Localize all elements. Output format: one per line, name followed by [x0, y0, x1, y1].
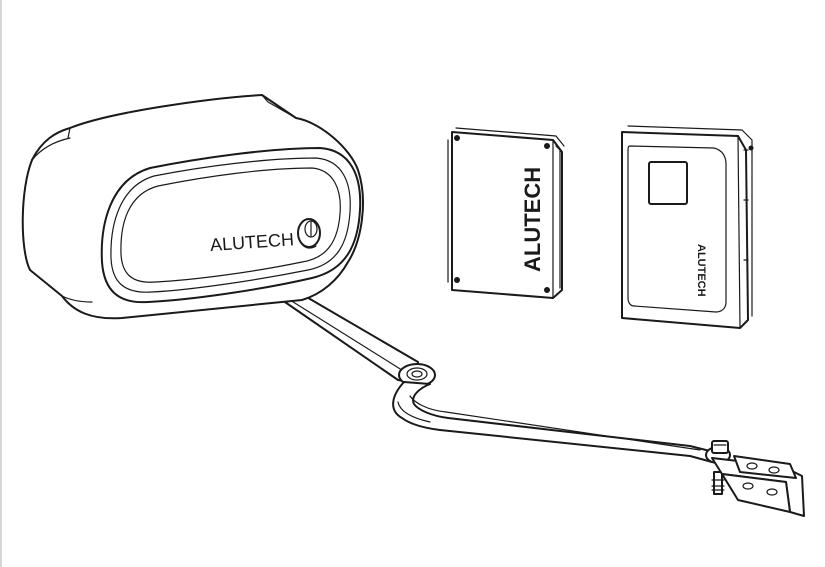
control-box-brand-label: ALUTECH [520, 167, 545, 272]
motor-housing: ALUTECH [21, 94, 364, 320]
screw-icon [748, 145, 754, 151]
mounting-bracket [711, 455, 805, 517]
screw-icon [454, 135, 460, 141]
articulated-arm [281, 291, 805, 517]
screw-icon [454, 277, 460, 283]
housing-box: ALUTECH [621, 125, 754, 329]
control-box: ALUTECH [447, 127, 565, 299]
screw-icon [544, 143, 550, 149]
key-switch-icon [297, 218, 321, 249]
screw-icon [544, 287, 550, 293]
end-fitting [705, 440, 731, 495]
display-window [648, 161, 688, 205]
housing-box-brand-label: ALUTECH [695, 244, 707, 297]
